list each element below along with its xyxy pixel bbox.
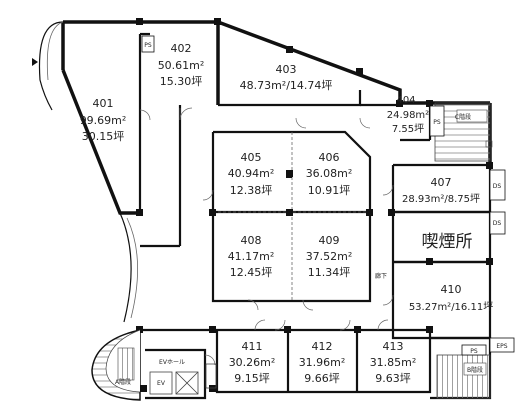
room-407[interactable]: 407 28.93m²/8.75坪 (402, 176, 480, 205)
room-411-area: 30.26m² (229, 356, 276, 369)
room-410[interactable]: 410 53.27m²/16.11坪 (409, 283, 493, 313)
interior-walls (138, 32, 492, 400)
room-405-area: 40.94m² (228, 167, 275, 180)
room-413-tsubo: 9.63坪 (375, 372, 411, 385)
room-410-number: 410 (441, 283, 462, 296)
room-403-area: 48.73m²/14.74坪 (240, 79, 333, 92)
curved-facade-401 (38, 21, 64, 111)
c-stairs-label: C階段 (455, 113, 471, 121)
ev-hall-label: EVホール (159, 359, 185, 366)
room-408-number: 408 (241, 234, 262, 247)
room-401-area: 99.69m² (80, 114, 127, 127)
room-411[interactable]: 411 30.26m² 9.15坪 (229, 340, 276, 385)
room-409[interactable]: 409 37.52m² 11.34坪 (306, 234, 353, 279)
room-401-number: 401 (93, 97, 114, 110)
room-413[interactable]: 413 31.85m² 9.63坪 (370, 340, 417, 385)
curved-facade-lower (119, 212, 132, 323)
room-403-number: 403 (276, 63, 297, 76)
room-412-number: 412 (312, 340, 333, 353)
room-409-tsubo: 11.34坪 (308, 266, 351, 279)
room-405-number: 405 (241, 151, 262, 164)
room-402-number: 402 (171, 42, 192, 55)
room-408[interactable]: 408 41.17m² 12.45坪 (228, 234, 275, 279)
room-404-number: 404 (396, 95, 415, 106)
room-412[interactable]: 412 31.96m² 9.66坪 (299, 340, 346, 385)
room-404[interactable]: 404 24.98m² 7.55坪 (387, 95, 429, 135)
room-412-area: 31.96m² (299, 356, 346, 369)
room-409-number: 409 (319, 234, 340, 247)
room-410-area: 53.27m²/16.11坪 (409, 300, 493, 313)
room-407-area: 28.93m²/8.75坪 (402, 192, 480, 205)
arrow-marker-icon (32, 58, 38, 66)
corridor-label: 廊下 (375, 272, 387, 280)
ev-shafts (149, 363, 217, 395)
room-403[interactable]: 403 48.73m²/14.74坪 (240, 63, 333, 92)
ev-label: EV (157, 380, 166, 387)
room-405[interactable]: 405 40.94m² 12.38坪 (228, 151, 275, 197)
room-408-tsubo: 12.45坪 (230, 266, 273, 279)
room-406-area: 36.08m² (306, 167, 353, 180)
room-402-area: 50.61m² (158, 59, 205, 72)
room-405-tsubo: 12.38坪 (230, 184, 273, 197)
room-409-area: 37.52m² (306, 250, 353, 263)
eps-label: EPS (496, 343, 507, 350)
room-407-number: 407 (431, 176, 452, 189)
room-412-tsubo: 9.66坪 (304, 372, 340, 385)
room-408-area: 41.17m² (228, 250, 275, 263)
room-413-number: 413 (383, 340, 404, 353)
ps-label-bottom: PS (470, 348, 478, 355)
a-stairs-label: A階段 (115, 378, 131, 386)
room-406-tsubo: 10.91坪 (308, 184, 351, 197)
shaft-boxes (141, 35, 515, 356)
ds-label-407: DS (493, 183, 502, 190)
room-406[interactable]: 406 36.08m² 10.91坪 (306, 151, 353, 197)
room-411-tsubo: 9.15坪 (234, 372, 270, 385)
room-401-tsubo: 30.15坪 (82, 130, 125, 143)
b-stairs-label: B階段 (467, 366, 483, 374)
room-402-tsubo: 15.30坪 (160, 75, 203, 88)
room-413-area: 31.85m² (370, 356, 417, 369)
ps-label-404: PS (433, 119, 441, 126)
ds-label-smoking: DS (493, 220, 502, 227)
b-stairs-area (436, 354, 491, 399)
room-402[interactable]: 402 50.61m² 15.30坪 (158, 42, 205, 88)
room-411-number: 411 (242, 340, 263, 353)
room-406-number: 406 (319, 151, 340, 164)
room-401[interactable]: 401 99.69m² 30.15坪 (80, 97, 127, 143)
room-404-area: 24.98m² (387, 110, 429, 121)
ps-label-402: PS (144, 42, 152, 49)
room-404-tsubo: 7.55坪 (392, 122, 424, 135)
smoking-room-label: 喫煙所 (422, 232, 473, 252)
